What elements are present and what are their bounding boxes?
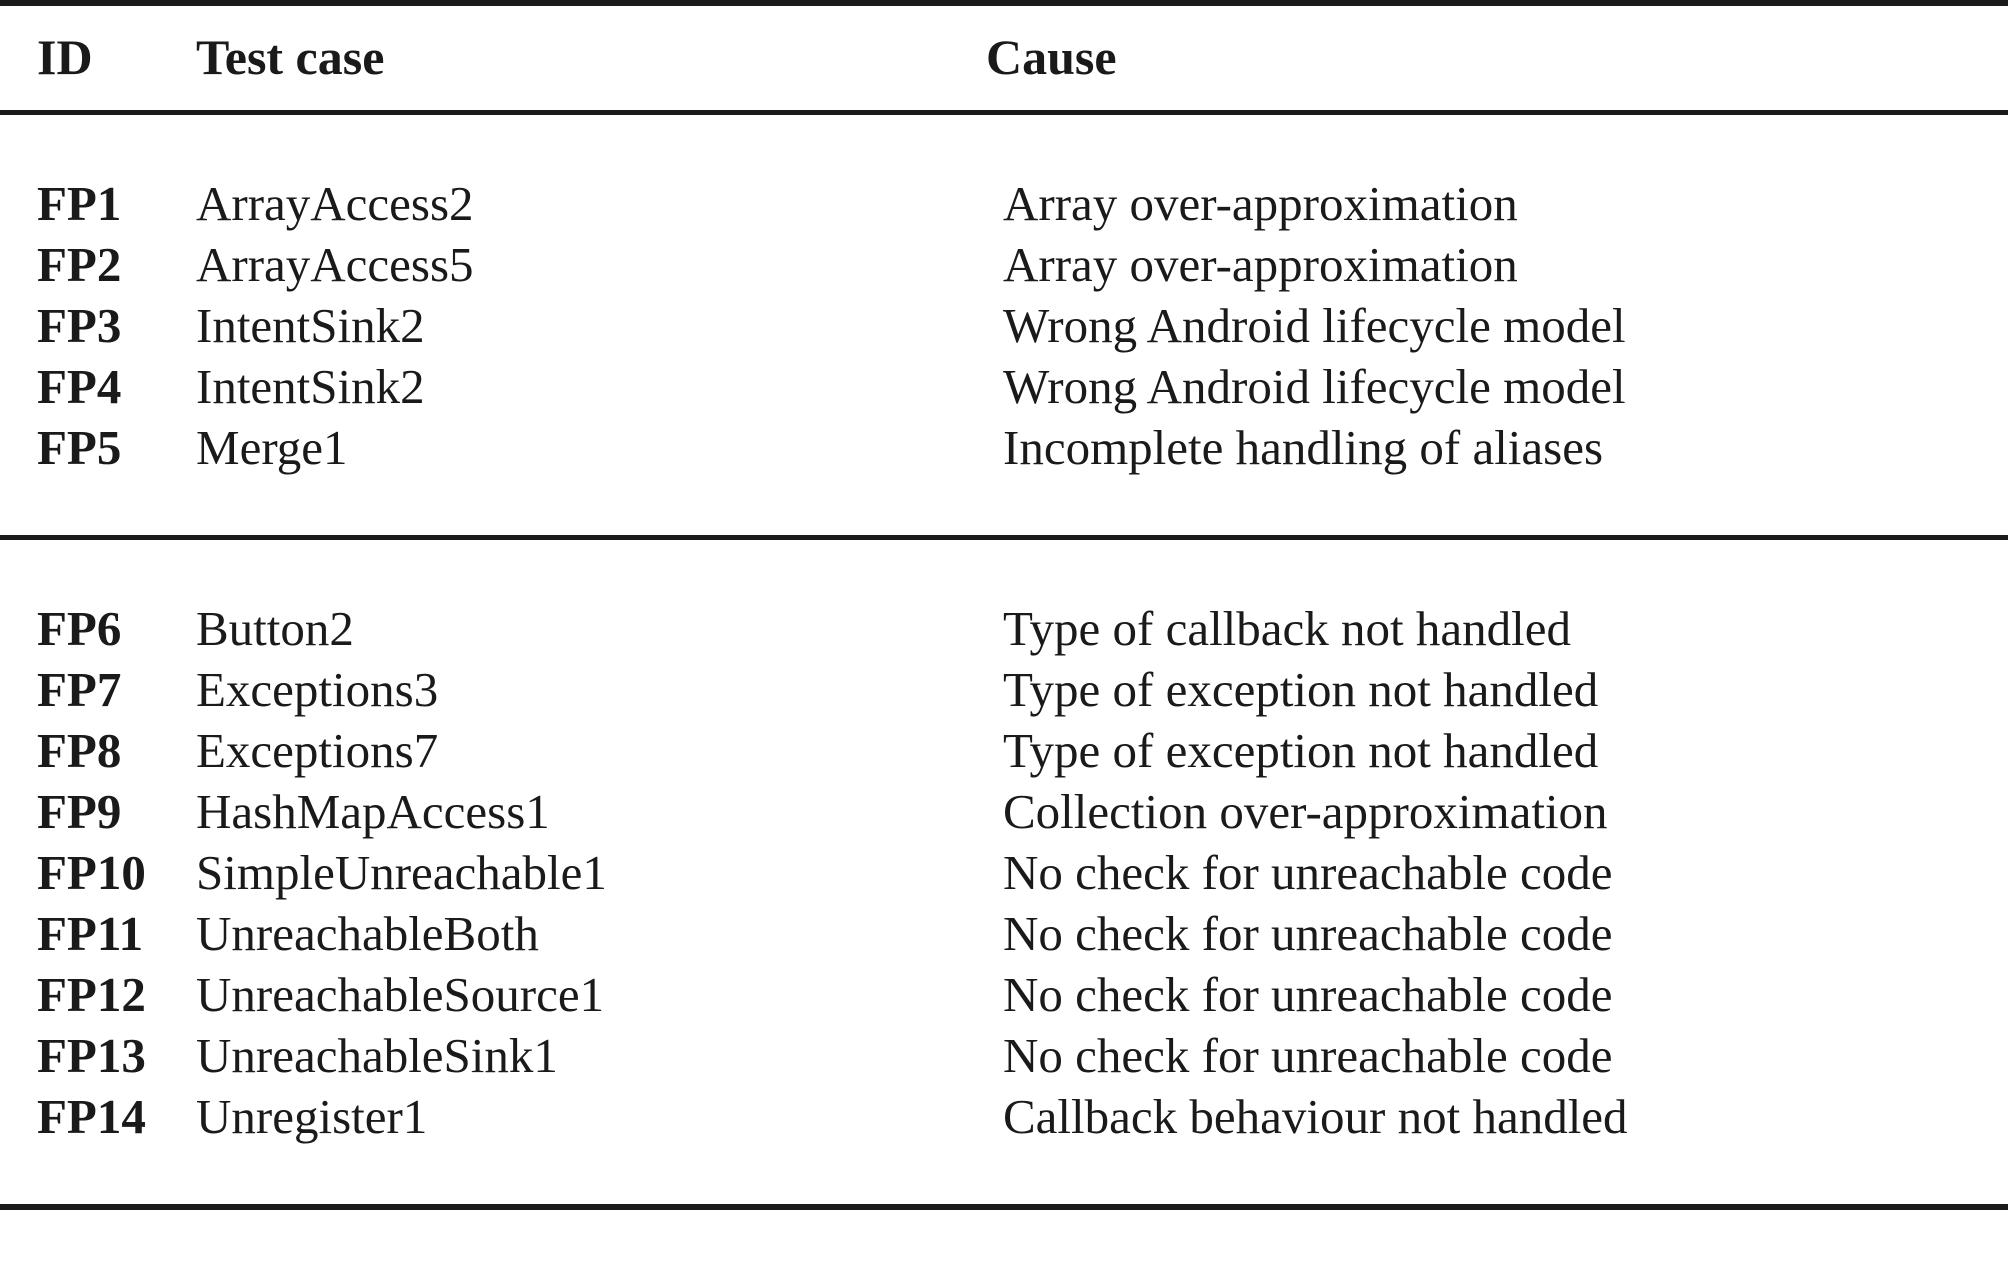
cell-id: FP1 <box>37 175 122 231</box>
spacer-cell <box>196 478 966 538</box>
table-row: FP3 IntentSink2 Wrong Android lifecycle … <box>0 295 2008 356</box>
table-row: FP6 Button2 Type of callback not handled <box>0 598 2008 659</box>
cell-id: FP13 <box>37 1027 146 1083</box>
cell-test-case: Exceptions7 <box>196 722 439 778</box>
table-row: FP13 UnreachableSink1 No check for unrea… <box>0 1025 2008 1086</box>
cell-cause: Type of callback not handled <box>1003 600 1572 656</box>
table-bottom-rule <box>0 1206 2008 1213</box>
table-row: FP4 IntentSink2 Wrong Android lifecycle … <box>0 356 2008 417</box>
cell-cause: Callback behaviour not handled <box>1003 1088 1628 1144</box>
cell-test-case: ArrayAccess2 <box>196 175 474 231</box>
spacer-cell <box>196 1147 966 1207</box>
cell-cause: No check for unreachable code <box>1003 1027 1613 1083</box>
spacer-cell <box>0 478 196 538</box>
cell-id: FP9 <box>37 783 122 839</box>
spacer-cell <box>966 1207 2008 1212</box>
cell-cause: Type of exception not handled <box>1003 661 1599 717</box>
spacer-cell <box>966 113 2008 173</box>
table-header-row: ID Test case Cause <box>0 3 2008 113</box>
cell-id: FP11 <box>37 905 144 961</box>
cell-id: FP12 <box>37 966 146 1022</box>
cell-test-case: SimpleUnreachable1 <box>196 844 607 900</box>
cell-id: FP4 <box>37 358 122 414</box>
column-header-id: ID <box>37 29 93 85</box>
table-header: ID Test case Cause <box>0 3 2008 113</box>
spacer-cell <box>966 478 2008 538</box>
cell-cause: No check for unreachable code <box>1003 844 1613 900</box>
spacer-cell <box>0 538 196 598</box>
cell-id: FP5 <box>37 419 122 475</box>
cell-cause: No check for unreachable code <box>1003 905 1613 961</box>
table-row: FP5 Merge1 Incomplete handling of aliase… <box>0 417 2008 478</box>
cell-id: FP6 <box>37 600 122 656</box>
spacer-cell <box>196 538 966 598</box>
cell-test-case: HashMapAccess1 <box>196 783 550 839</box>
section-bottom-spacer <box>0 478 2008 538</box>
cell-test-case: Button2 <box>196 600 354 656</box>
cell-test-case: UnreachableBoth <box>196 905 539 961</box>
table-footer <box>0 1206 2008 1213</box>
table-section-first-group: FP1 ArrayAccess2 Array over-approximatio… <box>0 113 2008 538</box>
cell-cause: Wrong Android lifecycle model <box>1003 297 1626 353</box>
table-row: FP11 UnreachableBoth No check for unreac… <box>0 903 2008 964</box>
cell-cause: Array over-approximation <box>1003 175 1518 231</box>
cell-cause: Incomplete handling of aliases <box>1003 419 1604 475</box>
spacer-cell <box>0 1207 196 1212</box>
cell-test-case: IntentSink2 <box>196 358 425 414</box>
table-row: FP9 HashMapAccess1 Collection over-appro… <box>0 781 2008 842</box>
table-section-second-group: FP6 Button2 Type of callback not handled… <box>0 537 2008 1207</box>
cell-id: FP7 <box>37 661 122 717</box>
spacer-cell <box>966 538 2008 598</box>
table-row: FP1 ArrayAccess2 Array over-approximatio… <box>0 173 2008 234</box>
spacer-cell <box>966 1147 2008 1207</box>
false-positive-table: ID Test case Cause FP1 ArrayAccess2 Arra… <box>0 3 2008 1213</box>
cell-id: FP3 <box>37 297 122 353</box>
cell-test-case: Unregister1 <box>196 1088 428 1144</box>
cell-test-case: UnreachableSink1 <box>196 1027 558 1083</box>
spacer-cell <box>0 113 196 173</box>
table-row: FP2 ArrayAccess5 Array over-approximatio… <box>0 234 2008 295</box>
cell-test-case: IntentSink2 <box>196 297 425 353</box>
cell-id: FP10 <box>37 844 146 900</box>
table-row: FP7 Exceptions3 Type of exception not ha… <box>0 659 2008 720</box>
cell-cause: Array over-approximation <box>1003 236 1518 292</box>
table-row: FP8 Exceptions7 Type of exception not ha… <box>0 720 2008 781</box>
table-row: FP12 UnreachableSource1 No check for unr… <box>0 964 2008 1025</box>
cell-cause: Type of exception not handled <box>1003 722 1599 778</box>
cell-cause: Collection over-approximation <box>1003 783 1608 839</box>
table-row: FP14 Unregister1 Callback behaviour not … <box>0 1086 2008 1147</box>
spacer-cell <box>196 1207 966 1212</box>
cell-id: FP2 <box>37 236 122 292</box>
cell-test-case: Merge1 <box>196 419 348 475</box>
section-divider-rule <box>0 537 2008 598</box>
cell-id: FP8 <box>37 722 122 778</box>
spacer-cell <box>196 113 966 173</box>
cell-test-case: UnreachableSource1 <box>196 966 605 1022</box>
section-top-spacer <box>0 113 2008 173</box>
column-header-cause: Cause <box>986 29 1117 85</box>
cell-cause: Wrong Android lifecycle model <box>1003 358 1626 414</box>
cell-cause: No check for unreachable code <box>1003 966 1613 1022</box>
cell-test-case: ArrayAccess5 <box>196 236 474 292</box>
cell-test-case: Exceptions3 <box>196 661 439 717</box>
cell-id: FP14 <box>37 1088 146 1144</box>
table-row: FP10 SimpleUnreachable1 No check for unr… <box>0 842 2008 903</box>
spacer-cell <box>0 1147 196 1207</box>
section-bottom-spacer <box>0 1147 2008 1207</box>
column-header-test-case: Test case <box>196 29 385 85</box>
